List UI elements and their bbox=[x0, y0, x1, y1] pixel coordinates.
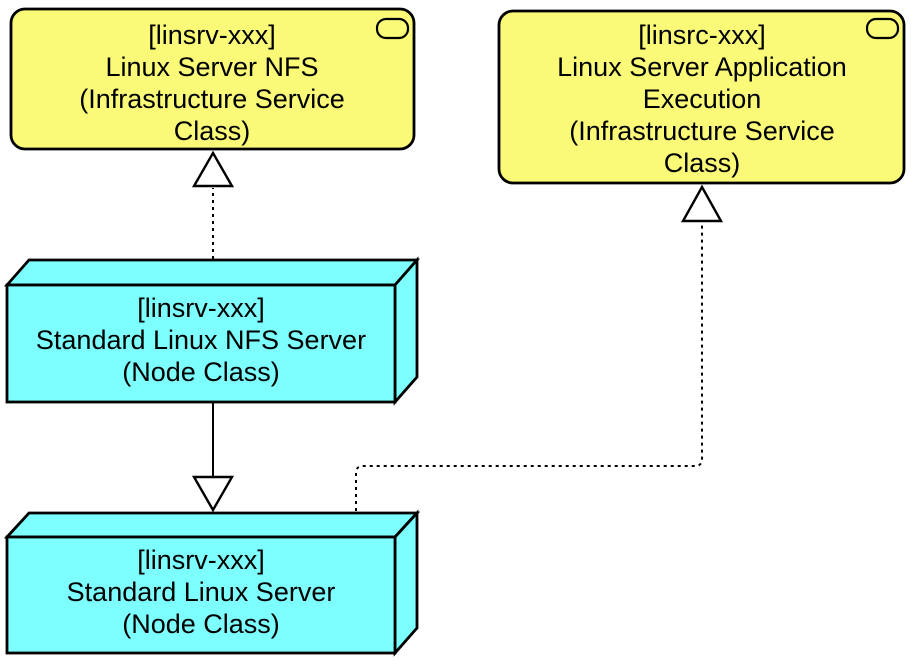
element-label-line: Standard Linux NFS Server bbox=[36, 325, 366, 355]
relationship-specialization bbox=[191, 403, 235, 513]
element-label-line: Standard Linux Server bbox=[67, 577, 336, 607]
element-label-line: [linsrv-xxx] bbox=[137, 293, 265, 323]
service-icon bbox=[865, 17, 900, 40]
element-service-linux-server-application-execution: [linsrc-xxx] Linux Server Application Ex… bbox=[497, 9, 906, 185]
hollow-triangle-arrowhead-icon bbox=[191, 150, 235, 188]
element-label-line: Linux Server NFS bbox=[105, 52, 318, 82]
hollow-triangle-arrowhead-icon bbox=[680, 184, 724, 223]
element-label-line: (Infrastructure Service bbox=[79, 84, 345, 114]
element-label-line: Execution bbox=[643, 84, 762, 114]
element-label-line: (Node Class) bbox=[122, 357, 280, 387]
element-label-line: (Infrastructure Service bbox=[569, 116, 835, 146]
element-label-line: (Node Class) bbox=[122, 609, 280, 639]
element-label-line: Class) bbox=[174, 116, 251, 146]
element-service-linux-server-nfs: [linsrv-xxx] Linux Server NFS (Infrastru… bbox=[9, 7, 416, 151]
element-node-standard-linux-nfs-server: [linsrv-xxx] Standard Linux NFS Server (… bbox=[3, 256, 421, 406]
node-box-side-face bbox=[393, 509, 419, 657]
relationship-realization-app-exec bbox=[355, 184, 724, 511]
element-label-line: [linsrv-xxx] bbox=[137, 545, 265, 575]
node-box-front-face bbox=[5, 283, 397, 404]
node-box-top-face bbox=[3, 511, 421, 539]
node-box-side-face bbox=[393, 256, 419, 406]
element-label-line: Class) bbox=[664, 148, 741, 178]
hollow-triangle-arrowhead-icon bbox=[191, 475, 235, 513]
service-icon bbox=[375, 17, 410, 40]
service-box bbox=[497, 9, 906, 185]
element-label-line: [linsrc-xxx] bbox=[638, 20, 766, 50]
service-box bbox=[9, 7, 416, 151]
node-box-top-face bbox=[3, 258, 421, 287]
node-box-front-face bbox=[5, 535, 397, 655]
relationship-realization-nfs bbox=[191, 150, 235, 259]
element-label-line: Linux Server Application bbox=[557, 52, 847, 82]
element-node-standard-linux-server: [linsrv-xxx] Standard Linux Server (Node… bbox=[3, 509, 421, 657]
element-label-line: [linsrv-xxx] bbox=[148, 20, 276, 50]
